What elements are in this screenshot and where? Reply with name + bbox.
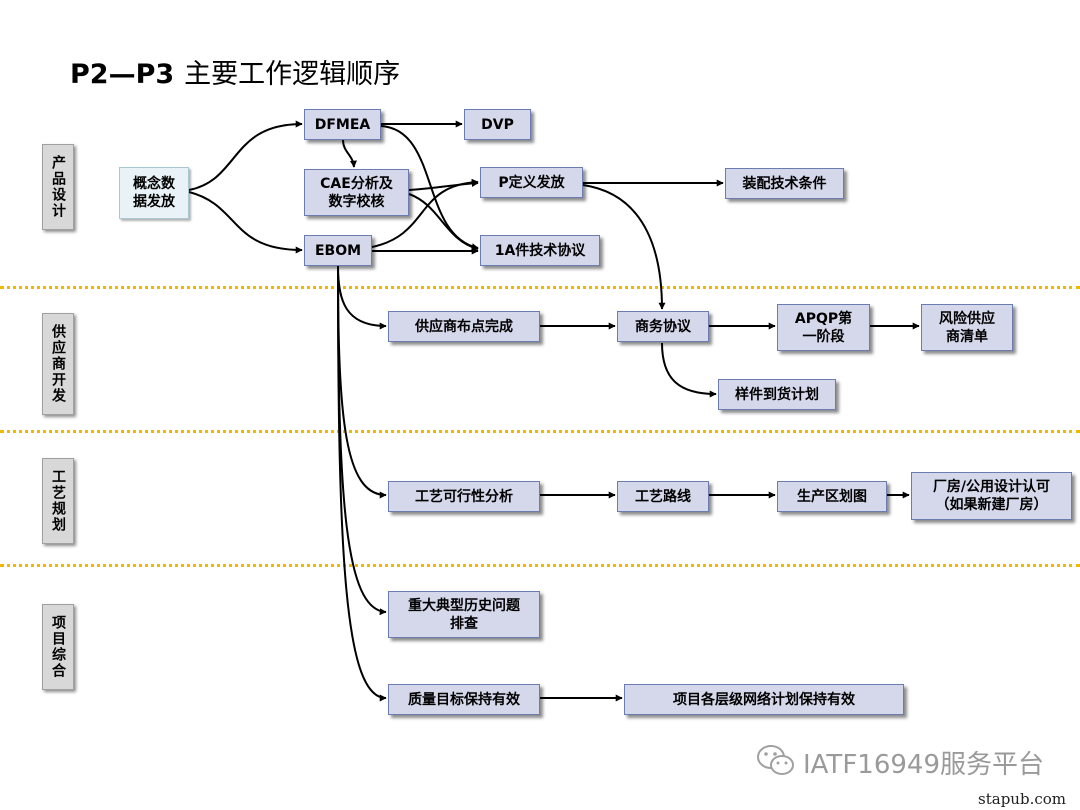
arrow-commercial-to-sample: [661, 342, 717, 398]
arrow-cae-to-1a: [408, 193, 479, 251]
lane-project-integration: 项目综合: [42, 604, 74, 690]
footer-site-label: stapub.com: [978, 790, 1066, 808]
node-historical-issues-review: 重大典型历史问题 排查: [388, 591, 540, 638]
arrow-ebom-to-sourcing: [337, 265, 387, 330]
arrow-concept-to-dfmea: [188, 120, 303, 191]
title-rest: 主要工作逻辑顺序: [184, 59, 401, 90]
arrow-cae-to-p: [408, 179, 479, 191]
node-sample-arrival-plan: 样件到货计划: [718, 379, 836, 410]
node-class-a-agreement: 1A件技术协议: [480, 235, 600, 266]
node-risk-supplier-list: 风险供应 商清单: [921, 304, 1013, 351]
lane-separator: [0, 430, 1080, 433]
node-cae-analysis: CAE分析及 数字校核: [304, 169, 409, 216]
node-dvp: DVP: [464, 109, 531, 140]
node-assembly-conditions: 装配技术条件: [725, 168, 844, 199]
arrow-ebom-to-feasibility: [337, 265, 387, 499]
node-process-route: 工艺路线: [617, 481, 709, 512]
node-concept-data-release: 概念数 据发放: [119, 167, 189, 219]
arrow-concept-to-ebom: [188, 191, 303, 254]
node-commercial-agreement: 商务协议: [617, 311, 709, 342]
node-process-feasibility: 工艺可行性分析: [388, 481, 540, 512]
node-p-definition-release: P定义发放: [480, 167, 583, 198]
title-main: P2—P3: [70, 59, 175, 90]
node-supplier-sourcing: 供应商布点完成: [388, 311, 540, 342]
node-apqp-phase1: APQP第 一阶段: [777, 304, 870, 351]
node-plant-design-approval: 厂房/公用设计认可 （如果新建厂房）: [911, 472, 1072, 520]
node-network-plan: 项目各层级网络计划保持有效: [624, 684, 904, 715]
watermark-text: IATF16949服务平台: [803, 750, 1044, 780]
node-dfmea: DFMEA: [304, 109, 381, 140]
node-ebom: EBOM: [304, 235, 372, 266]
arrow-p-to-commercial: [582, 184, 666, 310]
lane-separator: [0, 286, 1080, 289]
arrow-dfmea-to-cae: [342, 139, 357, 168]
lane-process-planning: 工艺规划: [42, 458, 74, 544]
node-production-zoning-plan: 生产区划图: [777, 481, 887, 512]
node-quality-targets: 质量目标保持有效: [388, 684, 540, 715]
lane-separator: [0, 564, 1080, 567]
wechat-icon: [757, 745, 794, 775]
lane-product-design: 产品设计: [42, 144, 74, 230]
page-title: P2—P3 主要工作逻辑顺序: [70, 52, 400, 91]
lane-supplier-development: 供应商开发: [42, 313, 74, 415]
arrow-ebom-to-history: [337, 265, 387, 616]
arrow-ebom-to-quality: [337, 265, 387, 702]
